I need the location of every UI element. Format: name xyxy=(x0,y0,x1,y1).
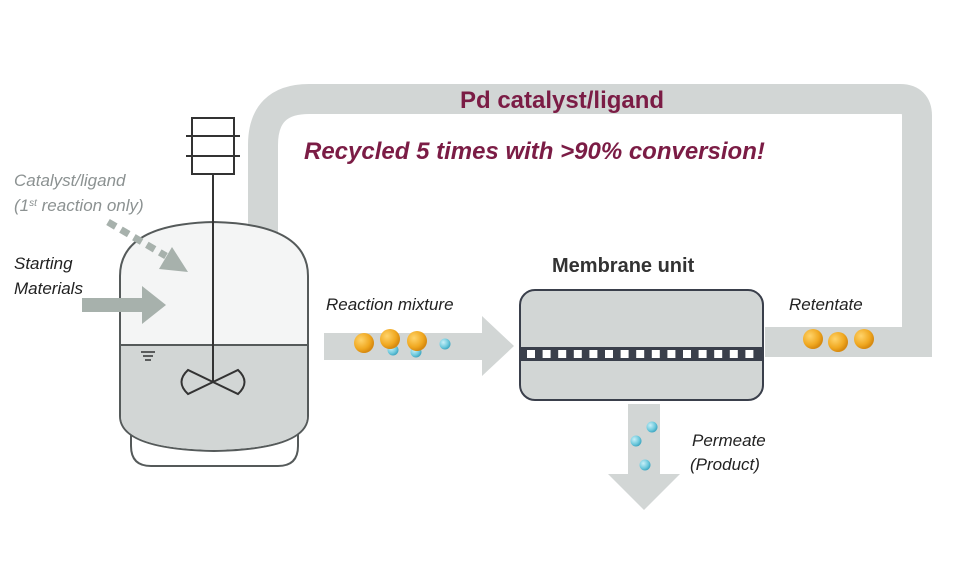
membrane-pore xyxy=(620,350,629,358)
catalyst-label: Catalyst/ligand xyxy=(14,171,126,190)
membrane-pore xyxy=(745,350,754,358)
recycle-subtitle: Recycled 5 times with >90% conversion! xyxy=(304,138,765,165)
starting-materials-label-line2: Materials xyxy=(14,279,83,298)
reaction-mixture-label: Reaction mixture xyxy=(326,295,454,314)
membrane-pore xyxy=(589,350,598,358)
product-label: (Product) xyxy=(690,455,760,474)
catalyst-note: (1st reaction only) xyxy=(14,196,144,215)
retentate-label: Retentate xyxy=(789,295,863,314)
membrane-pore xyxy=(729,350,738,358)
membrane-pores xyxy=(527,350,754,358)
membrane-pore xyxy=(651,350,660,358)
recycle-pipe xyxy=(248,84,932,342)
membrane-pore xyxy=(527,350,535,358)
membrane-unit-label: Membrane unit xyxy=(552,255,695,277)
membrane-pore xyxy=(698,350,707,358)
membrane-pore xyxy=(573,350,582,358)
membrane-pore xyxy=(605,350,613,358)
membrane-pore xyxy=(714,350,723,358)
membrane-pore xyxy=(683,350,691,358)
starting-materials-arrow xyxy=(82,286,166,324)
membrane-unit xyxy=(519,289,764,401)
permeate-label: Permeate xyxy=(692,431,766,450)
permeate-arrow xyxy=(608,404,680,510)
liquid-level-icon xyxy=(141,351,155,361)
permeate-particles xyxy=(630,421,658,471)
starting-materials-label-line1: Starting xyxy=(14,254,73,273)
membrane-pore xyxy=(667,350,676,358)
catalyst-inlet-arrow xyxy=(106,218,188,272)
membrane-pore xyxy=(558,350,567,358)
membrane-pore xyxy=(636,350,645,358)
stirrer-icon xyxy=(180,117,246,396)
reaction-mixture-particles xyxy=(354,329,451,358)
retentate-particles xyxy=(803,329,874,352)
retentate-pipe xyxy=(765,327,932,357)
recycle-title: Pd catalyst/ligand xyxy=(460,87,665,114)
membrane-pore xyxy=(542,350,551,358)
